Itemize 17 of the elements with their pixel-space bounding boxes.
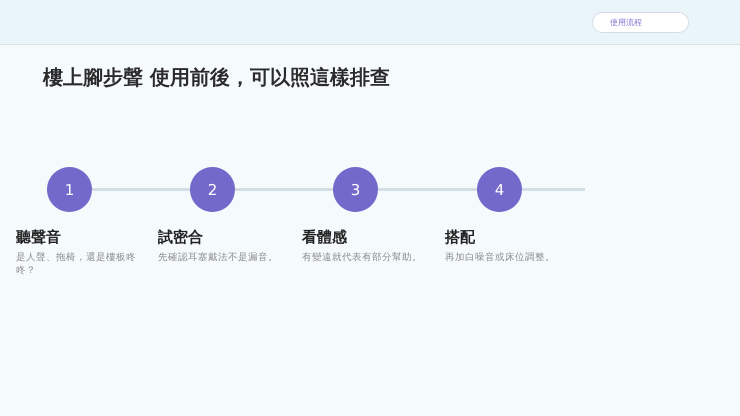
step-heading: 搭配 [445,228,475,246]
nav-button: 使用流程 [592,12,689,33]
step-description: 再加白噪音或床位調整。 [445,251,556,264]
connector-line [522,188,585,191]
step-circle: 2 [190,167,235,212]
step-description: 是人聲、拖椅，還是樓板咚咚？ [16,251,137,277]
step-circle: 4 [477,167,522,212]
page-title: 樓上腳步聲 使用前後，可以照這樣排查 [43,65,390,89]
step-heading: 試密合 [158,228,203,246]
connector-line [235,188,333,191]
step-circle: 3 [333,167,378,212]
step-description: 先確認耳塞戴法不是漏音。 [158,251,279,264]
step-heading: 看體感 [302,228,347,246]
connector-line [92,188,190,191]
step-description: 有變遠就代表有部分幫助。 [302,251,423,264]
step-heading: 聽聲音 [16,228,61,246]
step-circle: 1 [47,167,92,212]
